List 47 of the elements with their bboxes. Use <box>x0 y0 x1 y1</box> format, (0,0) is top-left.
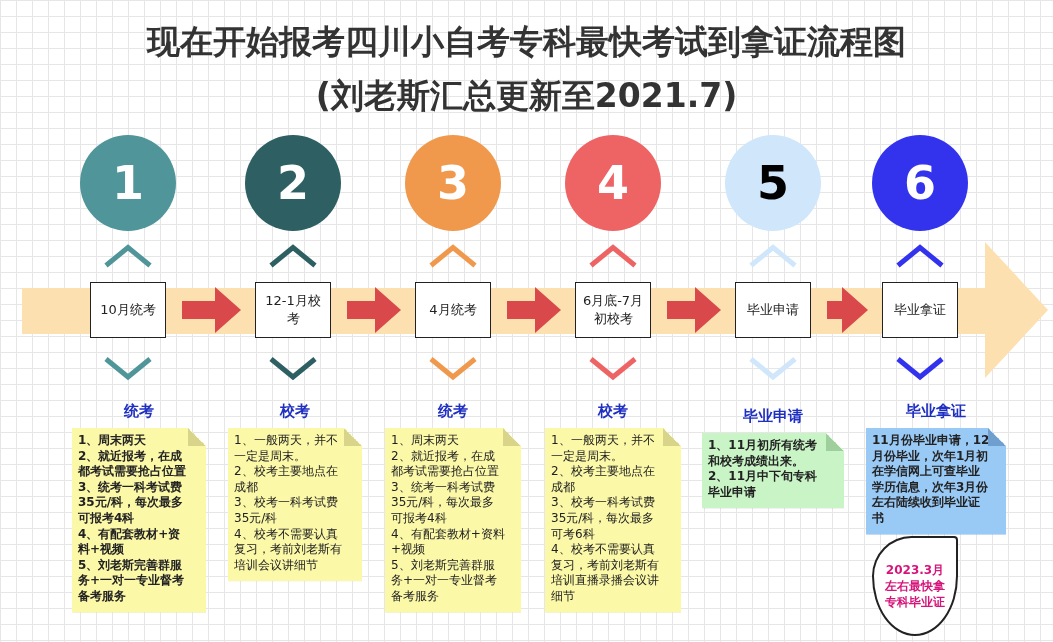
note-item: 4、校考不需要认真复习，考前刘老斯有培训直播录播会议讲细节 <box>551 542 660 605</box>
note-item: 4、有配套教材+资料+视频 <box>391 526 505 558</box>
speech-bubble: 2023.3月左右最快拿专科毕业证 <box>872 536 958 636</box>
block-arrow <box>827 287 868 333</box>
note-item: 5、刘老斯完善群服务+一对一专业督考备考服务 <box>78 557 186 605</box>
step-number-circle: 1 <box>80 135 176 231</box>
note-item: 3、校考一科考试费35元/科 <box>234 495 339 527</box>
step-box: 10月统考 <box>90 282 166 338</box>
title: 现在开始报考四川小自考专科最快考试到拿证流程图 <box>145 22 907 62</box>
block-arrow <box>347 287 401 333</box>
step-number-circle: 5 <box>725 135 821 231</box>
step-box: 12-1月校考 <box>255 282 331 338</box>
block-arrow <box>507 287 561 333</box>
step-box: 4月统考 <box>415 282 491 338</box>
note-item: 11月份毕业申请，12月份毕业，次年1月初在学信网上可查毕业学历信息，次年3月份左右陆续收到毕业证书 <box>872 433 990 527</box>
note-heading: 毕业申请 <box>743 407 803 426</box>
note-item: 3、校考一科考试费35元/科，每次最多可考6科 <box>551 495 656 543</box>
note-item: 4、校考不需要认真复习，考前刘老斯有培训会议讲细节 <box>234 526 343 574</box>
step-box: 毕业拿证 <box>882 282 958 338</box>
step-number-circle: 2 <box>245 135 341 231</box>
note-item: 3、统考一科考试费35元/科，每次最多可报考4科 <box>78 479 185 527</box>
step-box: 毕业申请 <box>735 282 811 338</box>
step-box: 6月底-7月初校考 <box>575 282 651 338</box>
note-item: 3、统考一科考试费35元/科，每次最多可报考4科 <box>391 479 496 527</box>
note-item: 1、11月初所有统考和校考成绩出来。 <box>708 438 819 470</box>
note-item: 2、校考主要地点在成都 <box>234 464 339 496</box>
note-item: 5、刘老斯完善群服务+一对一专业督考备考服务 <box>391 557 499 605</box>
subtitle: (刘老斯汇总更新至2021.7) <box>315 76 738 116</box>
note-heading: 统考 <box>438 402 468 421</box>
note-item: 1、一般两天，并不一定是周末。 <box>551 433 656 465</box>
block-arrow <box>667 287 721 333</box>
note-heading: 统考 <box>124 402 154 421</box>
note-item: 2、校考主要地点在成都 <box>551 464 656 496</box>
note-item: 1、周末两天 <box>78 433 148 449</box>
note-heading: 校考 <box>280 402 310 421</box>
note-item: 1、周末两天 <box>391 433 460 449</box>
note-item: 2、就近报考，在成都考试需要抢占位置 <box>78 448 187 480</box>
note-item: 2、就近报考，在成都考试需要抢占位置 <box>391 448 500 480</box>
note-heading: 毕业拿证 <box>906 402 966 421</box>
step-number-circle: 4 <box>565 135 661 231</box>
block-arrow <box>182 287 241 333</box>
note-item: 1、一般两天，并不一定是周末。 <box>234 433 339 465</box>
note-heading: 校考 <box>598 402 628 421</box>
step-number-circle: 3 <box>405 135 501 231</box>
note-item: 2、11月中下旬专科毕业申请 <box>708 469 819 501</box>
note-item: 4、有配套教材+资料+视频 <box>78 526 182 558</box>
step-number-circle: 6 <box>872 135 968 231</box>
